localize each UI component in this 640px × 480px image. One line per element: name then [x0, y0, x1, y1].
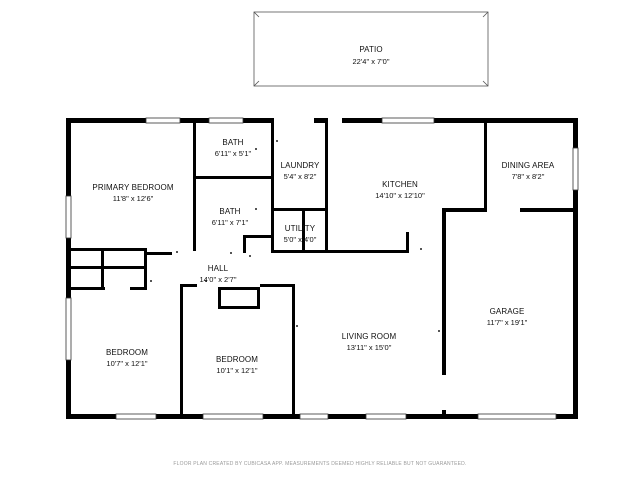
kitchen-dims: 14'10" x 12'10" — [375, 191, 425, 200]
utility-dims: 5'0" x 4'0" — [284, 235, 317, 244]
bath-upper-label: BATH — [222, 138, 243, 147]
primary-bedroom-dims: 11'8" x 12'6" — [113, 194, 154, 203]
bath-lower-label: BATH — [219, 207, 240, 216]
laundry-label: LAUNDRY — [281, 161, 320, 170]
windows — [65, 117, 579, 420]
patio-area — [253, 11, 489, 87]
utility-label: UTILITY — [285, 224, 316, 233]
laundry-dims: 5'4" x 8'2" — [284, 172, 317, 181]
hall-dims: 14'0" x 2'7" — [200, 275, 237, 284]
door-markers — [150, 140, 440, 332]
kitchen-label: KITCHEN — [382, 180, 418, 189]
dining-area-dims: 7'8" x 8'2" — [512, 172, 545, 181]
bath-upper-dims: 6'11" x 5'1" — [215, 149, 252, 158]
dining-area-label: DINING AREA — [502, 161, 555, 170]
room-labels: PATIO 22'4" x 7'0" BATH 6'11" x 5'1" LAU… — [92, 45, 555, 375]
primary-bedroom-label: PRIMARY BEDROOM — [92, 183, 173, 192]
garage-label: GARAGE — [490, 307, 525, 316]
bath-lower-dims: 6'11" x 7'1" — [212, 218, 249, 227]
bedroom-2-dims: 10'1" x 12'1" — [216, 366, 257, 375]
bedroom-1-label: BEDROOM — [106, 348, 148, 357]
living-room-label: LIVING ROOM — [342, 332, 397, 341]
interior-walls — [71, 123, 573, 419]
patio-label: PATIO — [359, 45, 382, 54]
footer-disclaimer: FLOOR PLAN CREATED BY CUBICASA APP. MEAS… — [173, 461, 466, 467]
garage-dims: 11'7" x 19'1" — [487, 318, 528, 327]
living-room-dims: 13'11" x 15'0" — [347, 343, 392, 352]
patio-dims: 22'4" x 7'0" — [353, 57, 390, 66]
bedroom-1-dims: 10'7" x 12'1" — [106, 359, 147, 368]
doorways — [232, 118, 520, 410]
bedroom-2-label: BEDROOM — [216, 355, 258, 364]
hall-label: HALL — [208, 264, 229, 273]
